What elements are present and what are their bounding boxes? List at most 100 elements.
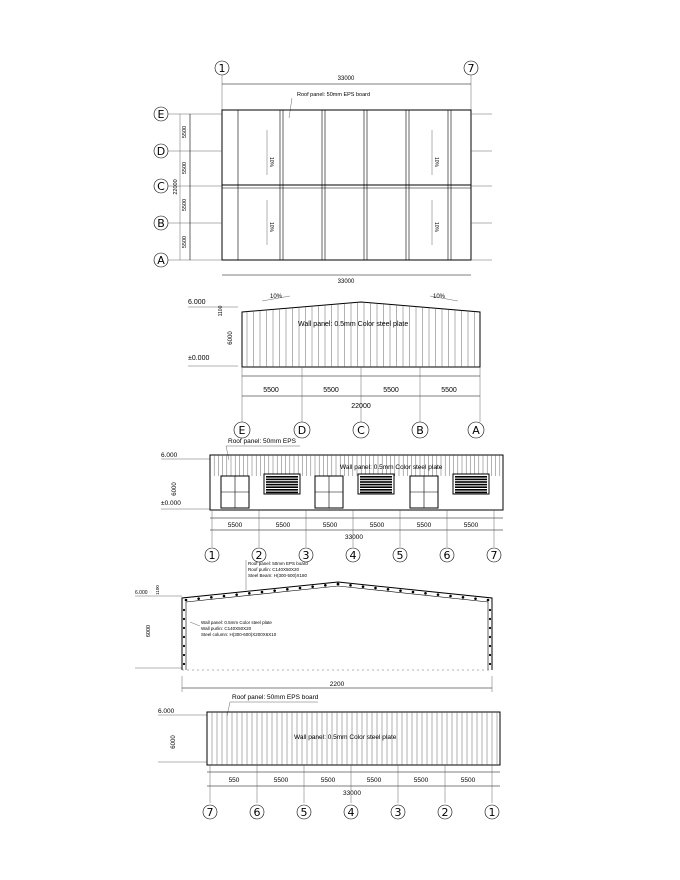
svg-text:5500: 5500 [414,777,429,784]
purlin [298,586,302,590]
axis-label: 4 [348,806,355,819]
svg-text:Roof purlin: C140X50X20: Roof purlin: C140X50X20 [248,567,300,572]
axis-label: 1 [209,549,216,562]
purlin [210,596,213,599]
side1-bay-dims: 5500 5500 5500 5500 5500 5500 33000 [228,522,479,541]
svg-text:10%: 10% [268,222,274,233]
slope-right: 10% [433,294,446,300]
axis-bubble [484,804,500,820]
svg-text:5500: 5500 [367,777,382,784]
axis-label: 5 [301,806,308,819]
svg-text:5500: 5500 [276,522,291,529]
wall-purlin [488,626,492,630]
span-dim: 2200 [330,681,345,688]
roof-notes: Roof panel: 50mm EPS board Roof purlin: … [245,560,308,590]
svg-text:Roof panel: 50mm EPS board: Roof panel: 50mm EPS board [248,561,308,566]
svg-text:5500: 5500 [323,522,338,529]
roof-panel-note: Roof panel: 50mm EPS board [297,92,370,98]
svg-text:6000: 6000 [171,735,177,749]
svg-text:5500: 5500 [228,522,243,529]
svg-text:5500: 5500 [274,777,289,784]
purlin [349,584,352,587]
purlin [222,594,226,598]
svg-text:5500: 5500 [321,777,336,784]
axis-label: 7 [207,806,214,819]
svg-text:Wall panel: 0.5mm Color steel: Wall panel: 0.5mm Color steel plate [294,734,397,741]
svg-text:6000: 6000 [146,625,152,637]
wall-purlin [488,635,492,639]
svg-text:550: 550 [229,777,240,784]
grid-label-7: 7 [468,62,475,75]
svg-text:5500: 5500 [461,777,476,784]
louver-blade [266,486,298,488]
front-axes: E D C B A [233,367,485,439]
svg-text:Roof panel: 50mm EPS board: Roof panel: 50mm EPS board [232,694,319,701]
row-axes: E D C B A [153,106,492,268]
svg-text:5500: 5500 [323,387,339,394]
svg-text:Wall purlin: C140X50X20: Wall purlin: C140X50X20 [201,626,252,631]
purlin [361,585,365,588]
axis-bubble [249,804,265,820]
louver-blade [455,476,487,478]
row-label-c: C [157,180,165,193]
purlin [374,586,377,590]
axis-label: 6 [444,549,451,562]
purlin [286,588,289,591]
portal-frame [181,581,493,670]
purlin [399,589,402,592]
wall-panel-note: Wall panel: 0.5mm Color steel plate [298,321,408,328]
louver-blade [360,486,392,488]
wall-purlin [182,644,186,648]
svg-text:6000: 6000 [172,482,178,496]
row-label-d: D [157,145,165,158]
slope-left: 10% [270,294,283,300]
wall-purlin [182,662,186,666]
purlin [474,597,477,600]
front-elevation: 6.000 ±0.000 1100 6000 10% 10% Wall pane… [188,294,485,439]
louver-blade [455,481,487,483]
axis-bubble [343,804,359,820]
louver-blade [455,489,487,491]
axis-bubble [439,547,455,563]
louver-blade [455,483,487,486]
wall-notes: Wall panel: 0.5mm Color steel plate Wall… [189,620,277,637]
slope-arrows: 10% 10% 10% 10% [266,130,439,245]
height-dim: 6000 [228,331,234,345]
axis-bubble [202,804,218,820]
louver-blade [360,478,392,481]
axis-bubble [296,804,312,820]
louver-blade [266,481,298,483]
purlin [273,589,276,592]
svg-text:33000: 33000 [345,534,363,541]
width-dimension-top: 33000 [338,76,355,82]
plan-column-lines [237,110,452,260]
svg-text:1100: 1100 [155,585,160,595]
louver-blade [266,489,298,491]
louver-blade [455,486,487,488]
front-bay-dims: 5500 5500 5500 5500 22000 [263,387,457,410]
side-wall-outline-1 [209,454,504,511]
axis-bubble [204,547,220,563]
wall-panel-ribs [246,302,475,367]
side2-bay-dims: 550 5500 5500 5500 5500 5500 33000 [229,777,476,797]
row-label-a: A [157,254,165,267]
svg-text:33000: 33000 [343,790,361,797]
louver-blade [360,481,392,483]
purlin [184,598,188,602]
purlin [486,598,490,602]
svg-text:5500: 5500 [370,522,385,529]
purlin [386,588,390,591]
svg-text:±0.000: ±0.000 [161,500,181,507]
louver-blade [266,491,298,494]
louver-blade [266,483,298,486]
purlin [424,592,427,595]
axis-label: 2 [256,549,263,562]
louver-vents [263,473,490,495]
svg-text:6.000: 6.000 [135,590,148,596]
louver-blade [266,478,298,481]
purlin [235,593,238,596]
wall-purlin [182,626,186,630]
grid-label-1: 1 [219,62,226,75]
side-wall-outline-2 [206,711,501,766]
